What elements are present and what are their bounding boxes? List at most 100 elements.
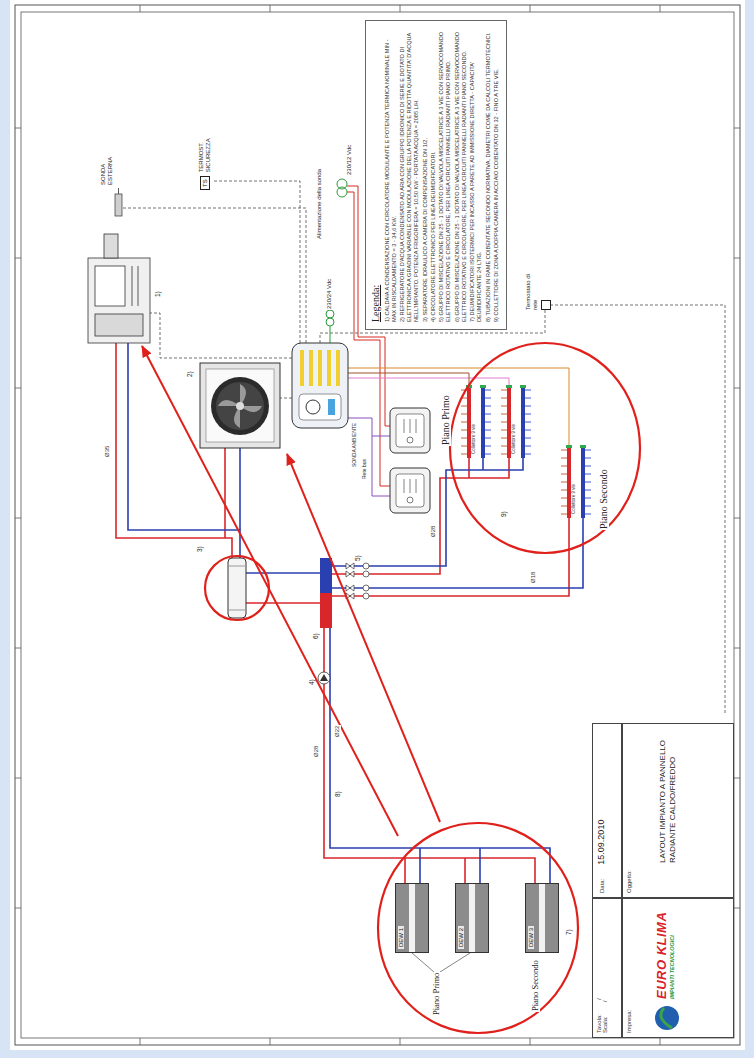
callout-number: 4) bbox=[308, 678, 315, 686]
line-art bbox=[348, 418, 390, 496]
legend-note: 4) CIRCOLATORE ELETTRONICO PER LINEA DEU… bbox=[430, 28, 437, 322]
callout-number: 8) bbox=[334, 790, 341, 798]
supply-pipes bbox=[116, 343, 569, 883]
line-art bbox=[363, 593, 369, 599]
return-pipes bbox=[128, 343, 583, 883]
line-art bbox=[347, 192, 390, 486]
line-art bbox=[150, 313, 292, 358]
collector-label: Collettore 9 vie bbox=[512, 423, 517, 455]
line-art bbox=[420, 848, 480, 883]
text-row: Tavola:/ bbox=[596, 903, 602, 1033]
line-art bbox=[326, 318, 334, 326]
line-art bbox=[581, 448, 585, 518]
zone-collectors bbox=[461, 385, 591, 518]
text-row: DEW 3 bbox=[528, 887, 534, 949]
signal-label: Rete bus bbox=[362, 458, 368, 480]
line-art bbox=[378, 823, 578, 1033]
text-row: TERMOST. SICUREZZATS bbox=[198, 128, 212, 190]
line-art bbox=[320, 674, 328, 681]
line-art bbox=[239, 448, 241, 530]
line-art bbox=[347, 186, 390, 426]
line-art bbox=[348, 373, 469, 385]
line-art bbox=[337, 179, 347, 189]
line-art bbox=[332, 458, 509, 574]
legend-note: 6) GRUPPO DI MISCELAZIONE DN 25 - 1 DOTA… bbox=[454, 28, 468, 322]
line-art bbox=[115, 194, 122, 216]
dehumidifier-unit: DEW 2 bbox=[455, 883, 489, 953]
line-art bbox=[566, 445, 572, 448]
text-row: EURO KLIMA bbox=[632, 903, 669, 1033]
callout-number: 9) bbox=[500, 510, 507, 518]
callout-number: 3) bbox=[196, 545, 203, 553]
text-row: 9) COLLETTORE DI ZONA A DOPPIA CAMERA IN… bbox=[493, 28, 500, 322]
line-art bbox=[236, 402, 244, 410]
line-art bbox=[506, 385, 512, 388]
collector-label: Collettore 9 vie bbox=[572, 483, 577, 515]
line-art bbox=[104, 234, 118, 258]
line-art bbox=[132, 266, 138, 306]
text-row: 5) GRUPPO DI MISCELAZIONE DN 25 - 1 DOTA… bbox=[438, 28, 452, 322]
line-art bbox=[363, 585, 369, 591]
legend-note: 8) TUBAZIONI IN RAME COIBENTATE SECONDO … bbox=[485, 28, 492, 322]
text-row: 6) GRUPPO DI MISCELAZIONE DN 25 - 1 DOTA… bbox=[454, 28, 468, 322]
line-art bbox=[396, 414, 424, 447]
line-art bbox=[372, 436, 390, 437]
line-art bbox=[482, 458, 484, 470]
title-text: Scala: bbox=[602, 1016, 608, 1033]
power-wiring bbox=[330, 186, 390, 486]
frame bbox=[15, 5, 740, 1045]
line-art bbox=[580, 445, 586, 448]
unit-label: DEW 2 bbox=[458, 926, 464, 949]
line-art bbox=[461, 390, 467, 454]
legend-note: 2) REFRIGERATORE D'ACQUA CONDENSATO AD A… bbox=[399, 28, 420, 322]
title-text: Data: bbox=[599, 879, 605, 893]
bus-wiring bbox=[348, 418, 390, 496]
line-art bbox=[318, 672, 330, 684]
line-art bbox=[213, 181, 300, 343]
collector-label: Collettore 9 vie bbox=[472, 423, 477, 455]
line-art bbox=[332, 518, 569, 596]
company-logo bbox=[655, 1006, 679, 1030]
line-art bbox=[246, 602, 320, 604]
line-art bbox=[326, 310, 334, 318]
title-text: EURO KLIMA bbox=[654, 912, 669, 1033]
line-art bbox=[481, 388, 485, 458]
highlight-circles bbox=[205, 343, 640, 1033]
line-art bbox=[468, 458, 470, 478]
manifold-bar bbox=[320, 558, 332, 628]
line-art bbox=[390, 468, 430, 513]
title-text: / bbox=[602, 1001, 608, 1003]
legend-note: 5) GRUPPO DI MISCELAZIONE DN 25 - 1 DOTA… bbox=[438, 28, 452, 322]
text-row: Data: 15.09.2010 bbox=[596, 728, 606, 893]
circulator-pump bbox=[318, 672, 330, 684]
line-art bbox=[501, 390, 507, 454]
title-text: IMPIANTI TECNOLOGICI bbox=[669, 935, 675, 1033]
callout-number: 2) bbox=[186, 370, 193, 378]
unit-label: DEW 3 bbox=[528, 926, 534, 949]
outdoor-probe bbox=[115, 188, 122, 216]
text-row: Impresa: bbox=[626, 903, 632, 1033]
line-art bbox=[661, 1008, 672, 1028]
text-row: Legenda: bbox=[370, 28, 381, 322]
line-art bbox=[200, 363, 280, 448]
line-art bbox=[407, 497, 413, 503]
title-text: 15.09.2010 bbox=[596, 820, 606, 865]
line-art bbox=[224, 448, 226, 538]
line-art bbox=[405, 858, 465, 883]
text-row: Termostato di rete bbox=[525, 270, 539, 310]
probe-label: SONDA ESTERNA bbox=[100, 144, 113, 186]
floor-label: Piano Primo bbox=[440, 394, 451, 446]
legend-note: 3) SEPARATORE IDRAULICO A CAMERA DI COMP… bbox=[422, 28, 429, 322]
highlight-arrows bbox=[142, 346, 440, 836]
line-art bbox=[327, 350, 331, 386]
pipe-diameter: Ø35 bbox=[104, 445, 111, 458]
line-art bbox=[550, 305, 725, 713]
title-cell: Impresa: EURO KLIMAIMPIANTI TECNOLOGICI bbox=[622, 898, 734, 1038]
line-art bbox=[118, 188, 119, 194]
line-art bbox=[467, 388, 471, 458]
pipe-diameter: Ø28 bbox=[313, 745, 320, 758]
title-text: LAYOUT IMPIANTO A PANNELLO RADIANTE CALD… bbox=[658, 728, 679, 893]
text-row: 2) REFRIGERATORE D'ACQUA CONDENSATO AD A… bbox=[399, 28, 420, 322]
line-art bbox=[306, 400, 320, 414]
